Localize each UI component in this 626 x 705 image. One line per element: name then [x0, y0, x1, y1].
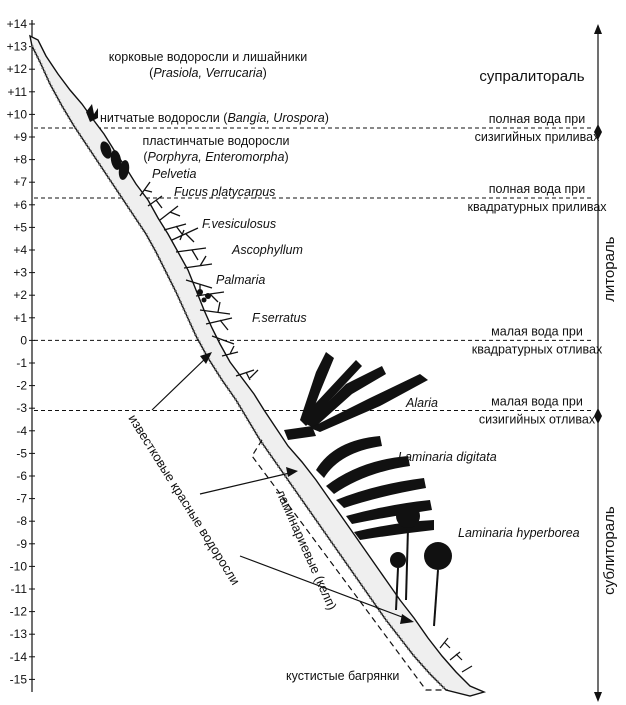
filamentous-algae-illustration — [86, 104, 98, 122]
plate-algae-illustration — [100, 141, 130, 180]
label-fucus-platycarpus: Fucus platycarpus — [174, 185, 275, 199]
label-laminaria-hyperborea: Laminaria hyperborea — [458, 526, 580, 540]
label-fucus-serratus: F.serratus — [252, 311, 307, 325]
water-level-label-line2: сизигийных отливах — [479, 412, 596, 426]
zone-label: сублитораль — [601, 506, 618, 595]
zone-arrow-axis — [594, 24, 602, 702]
label-coralline-red-algae: известковые красные водоросли — [125, 412, 243, 588]
depth-tick-label: -9 — [16, 537, 27, 551]
zone-label: литораль — [601, 236, 618, 302]
depth-tick-label: -1 — [16, 356, 27, 370]
label-pelvetia: Pelvetia — [152, 167, 197, 181]
kelp-zone-outline — [251, 439, 448, 691]
depth-tick-label: 0 — [20, 333, 27, 347]
depth-tick-label: +2 — [13, 288, 27, 302]
label-palmaria: Palmaria — [216, 273, 265, 287]
label-fucus-vesiculosus: F.vesiculosus — [202, 217, 276, 231]
depth-tick-label: +1 — [13, 311, 27, 325]
depth-tick-label: -5 — [16, 446, 27, 460]
water-level-label-line2: квадратурных приливах — [467, 200, 607, 214]
coralline-arrows — [151, 352, 414, 624]
depth-tick-label: -14 — [10, 650, 28, 664]
depth-tick-label: +8 — [13, 153, 27, 167]
depth-tick-label: +13 — [7, 40, 28, 54]
depth-tick-label: +4 — [13, 243, 27, 257]
laminaria-hyperborea-illustration — [390, 504, 452, 627]
water-level-labels: полная вода при сизигийных приливах полная… — [467, 112, 607, 426]
zone-label: супралитораль — [479, 68, 584, 85]
species-labels: корковые водоросли и лишайники (Prasiola… — [100, 50, 580, 683]
label-crust-algae-species: (Prasiola, Verrucaria) — [149, 66, 267, 80]
depth-tick-label: -15 — [10, 672, 28, 686]
depth-tick-label: +7 — [13, 175, 27, 189]
label-filamentous-algae: нитчатые водоросли (Bangia, Urospora) — [100, 111, 329, 125]
label-laminaria-digitata: Laminaria digitata — [398, 450, 497, 464]
label-plate-algae-species: (Porphyra, Enteromorpha) — [143, 150, 288, 164]
depth-tick-label: +11 — [8, 85, 28, 99]
depth-tick-label: +10 — [7, 107, 28, 121]
ascophyllum-illustration — [197, 289, 211, 303]
water-level-label-line2: сизигийных приливах — [475, 130, 601, 144]
bushy-red-algae-illustration — [439, 637, 473, 673]
depth-tick-label: -8 — [16, 514, 27, 528]
depth-tick-label: +6 — [13, 198, 27, 212]
water-level-label-line2: квадратурных отливах — [472, 342, 603, 356]
label-plate-algae: пластинчатые водоросли — [142, 134, 289, 148]
depth-tick-label: +9 — [13, 130, 27, 144]
depth-tick-label: +14 — [7, 17, 28, 31]
depth-tick-label: -11 — [11, 582, 28, 596]
label-alaria: Alaria — [405, 396, 438, 410]
rocky-shore-slope — [29, 34, 487, 697]
depth-tick-label: -13 — [10, 627, 28, 641]
depth-tick-label: -10 — [10, 559, 28, 573]
depth-tick-label: +3 — [13, 266, 27, 280]
depth-tick-label: -6 — [16, 469, 27, 483]
water-level-label-line1: малая вода при — [491, 324, 583, 338]
zone-labels: супралитораль литораль сублитораль — [479, 68, 618, 595]
water-level-label-line1: полная вода при — [489, 112, 585, 126]
depth-tick-label: +5 — [13, 220, 27, 234]
depth-tick-label: -2 — [16, 379, 27, 393]
label-bushy-red-algae: кустистые багрянки — [286, 669, 399, 683]
depth-axis-ticks: +14+13+12+11+10+9+8+7+6+5+4+3+2+10-1-2-3… — [7, 17, 35, 686]
label-ascophyllum: Ascophyllum — [231, 243, 303, 257]
depth-tick-label: -7 — [16, 492, 27, 506]
water-level-label-line1: полная вода при — [489, 182, 585, 196]
depth-tick-label: -3 — [16, 401, 27, 415]
depth-tick-label: -4 — [16, 424, 27, 438]
label-crust-algae: корковые водоросли и лишайники — [109, 50, 307, 64]
depth-tick-label: +12 — [7, 62, 28, 76]
water-level-label-line1: малая вода при — [491, 394, 583, 408]
alaria-illustration — [284, 352, 428, 440]
depth-tick-label: -12 — [10, 605, 28, 619]
